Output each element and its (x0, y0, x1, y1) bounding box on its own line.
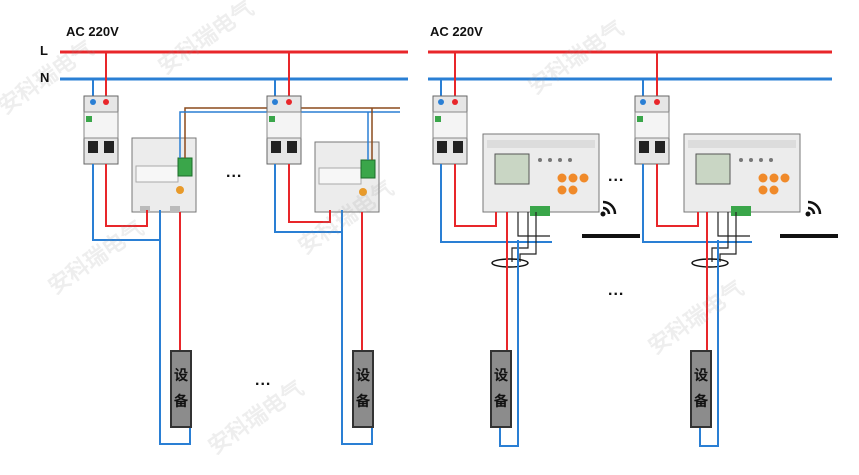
device-label-top: 设 (694, 368, 708, 384)
load-device: 设 备 (170, 350, 192, 428)
circuit-breaker-icon (432, 95, 468, 165)
right-group-1 (432, 52, 640, 447)
left-group-2 (266, 52, 380, 445)
current-transformer-icon (491, 258, 529, 268)
load-device: 设 备 (490, 350, 512, 428)
energy-meter-icon (683, 133, 801, 216)
live-line-label: L (40, 43, 48, 58)
right-bus (428, 50, 832, 81)
device-label-top: 设 (356, 368, 370, 384)
circuit-breaker-icon (83, 95, 119, 165)
left-bus (60, 50, 408, 81)
current-transformer-icon (691, 258, 729, 268)
device-label-top: 设 (174, 368, 188, 384)
circuit-breaker-icon (266, 95, 302, 165)
wireless-signal-icon (600, 200, 617, 217)
device-label-bottom: 备 (694, 394, 708, 410)
ellipsis-right-top: ... (608, 168, 625, 185)
device-label-bottom: 备 (494, 394, 508, 410)
device-label-bottom: 备 (174, 394, 188, 410)
metering-module-icon (131, 137, 197, 213)
left-group-1 (83, 52, 400, 445)
load-device: 设 备 (352, 350, 374, 428)
supply-voltage-label-right: AC 220V (430, 24, 483, 39)
ellipsis-left-top: ... (226, 164, 243, 181)
device-label-top: 设 (494, 368, 508, 384)
neutral-line-label: N (40, 70, 50, 85)
load-device: 设 备 (690, 350, 712, 428)
ellipsis-left-bottom: ... (255, 372, 272, 389)
right-group-2 (634, 52, 838, 447)
supply-voltage-label-left: AC 220V (66, 24, 119, 39)
circuit-breaker-icon (634, 95, 670, 165)
metering-module-icon (314, 141, 380, 213)
energy-meter-icon (482, 133, 600, 216)
ellipsis-right-bottom: ... (608, 282, 625, 299)
wireless-signal-icon (805, 200, 822, 217)
device-label-bottom: 备 (356, 394, 370, 410)
